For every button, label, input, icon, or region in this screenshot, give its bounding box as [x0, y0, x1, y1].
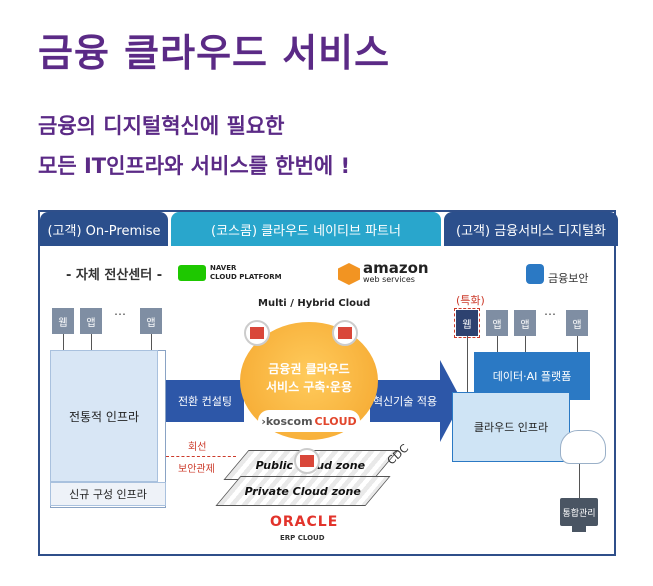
aws-logo: amazon web services [338, 259, 429, 286]
aws-logo-text: amazon web services [363, 259, 429, 286]
monitor-icon: 통합관리 [560, 498, 598, 526]
app-box-web: 웹 [52, 308, 74, 334]
app-box-app: 앱 [486, 310, 508, 336]
line-label: 회선 [188, 442, 207, 453]
firewall-icon [294, 448, 320, 474]
app-box-app: 앱 [514, 310, 536, 336]
firewall-icon [332, 320, 358, 346]
app-box-app: 앱 [80, 308, 102, 334]
page-title: 금융 클라우드 서비스 [38, 31, 391, 75]
more-dots: … [544, 304, 556, 318]
aws-main-text: amazon [363, 259, 429, 277]
more-dots: … [114, 304, 126, 318]
cloud-infra-box: 클라우드 인프라 [452, 392, 570, 462]
koscom-logo-cloud: CLOUD [314, 414, 357, 428]
app-box-app: 앱 [566, 310, 588, 336]
new-infra-box: 신규 구성 인프라 [50, 482, 166, 506]
connector-line [579, 464, 580, 498]
monitor-stand [572, 526, 586, 532]
dashed-connection-line [166, 456, 236, 457]
cloud-icon [560, 430, 606, 464]
connector-line [525, 336, 526, 352]
app-box-web: 웹 [456, 310, 478, 336]
specialized-label: (특화) [456, 294, 485, 307]
innovation-band: 혁신기술 적용 [370, 380, 440, 422]
circle-text-line-1: 금융권 클라우드 [268, 362, 350, 376]
own-datacenter-label: - 자체 전산센터 - [66, 268, 163, 283]
naver-mark-icon [178, 265, 206, 281]
connector-line [467, 336, 468, 392]
multi-hybrid-label: Multi / Hybrid Cloud [258, 298, 371, 309]
subtitle-line-1: 금융의 디지털혁신에 필요한 [38, 114, 285, 138]
cdc-label: CDC [384, 441, 412, 468]
lock-shield-icon [526, 264, 544, 284]
circle-text-line-2: 서비스 구축·운용 [265, 380, 353, 394]
aws-cubes-icon [338, 263, 360, 285]
naver-logo-text: NAVER CLOUD PLATFORM [210, 264, 282, 281]
connector-line [151, 334, 152, 350]
security-control-label: 보안관제 [178, 464, 215, 475]
connector-line [497, 336, 498, 352]
connector-line [91, 334, 92, 350]
naver-cloud-logo: NAVER CLOUD PLATFORM [178, 264, 282, 282]
firewall-icon [244, 320, 270, 346]
transition-consulting-band: 전환 컨설팅 [166, 380, 244, 422]
cloud-diagram: (고객) On-Premise (코스콤) 클라우드 네이티브 파트너 (고객)… [38, 210, 618, 556]
header-cloud-native-partner: (코스콤) 클라우드 네이티브 파트너 [171, 212, 441, 246]
private-zone-label: Private Cloud zone [244, 484, 362, 498]
connector-line [577, 336, 578, 352]
finance-security-label: 금융보안 [548, 272, 589, 285]
koscom-cloud-logo: ›koscom CLOUD [258, 410, 360, 432]
erp-cloud-label: ERP CLOUD [280, 534, 325, 542]
aws-sub-text: web services [363, 275, 415, 284]
subtitle-line-2: 모든 IT인프라와 서비스를 한번에 ! [38, 154, 351, 178]
legacy-infra-box: 전통적 인프라 [50, 350, 158, 482]
header-on-premise: (고객) On-Premise [40, 212, 168, 246]
koscom-logo-prefix: ›koscom [261, 414, 313, 428]
header-digital-finance: (고객) 금융서비스 디지털화 [444, 212, 618, 246]
app-box-app: 앱 [140, 308, 162, 334]
oracle-logo: ORACLE [270, 514, 339, 530]
private-cloud-zone: Private Cloud zone [215, 476, 391, 506]
connector-line [63, 334, 64, 350]
